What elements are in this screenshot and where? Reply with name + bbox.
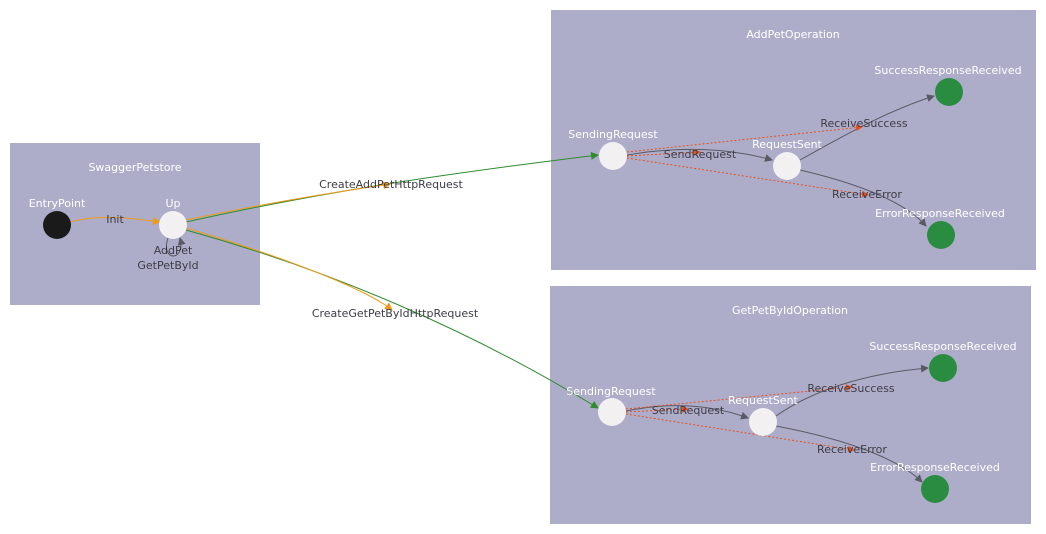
state-label-get-error-response: ErrorResponseReceived [870,461,1000,474]
state-label-add-error-response: ErrorResponseReceived [875,207,1005,220]
transition-label-add-send-request: SendRequest [664,148,737,161]
edge-create-add-pet-shadow [185,181,391,221]
transition-label-add-pet: AddPet [154,244,193,257]
transition-label-create-add-pet: CreateAddPetHttpRequest [319,178,463,191]
edge-add-dashed-lower [626,157,869,198]
edge-add-send-request [626,148,773,162]
edge-create-get-pet [185,229,599,409]
edge-get-dashed-upper [625,384,853,410]
transition-label-get-pet-by-id: GetPetById [137,259,198,272]
state-label-get-sending-request: SendingRequest [566,385,656,398]
state-label-add-sending-request: SendingRequest [568,128,658,141]
transition-label-get-receive-success: ReceiveSuccess [807,382,895,395]
edge-add-dashed-mid [626,148,701,157]
state-add-error-response-received[interactable] [927,221,955,249]
edge-add-dashed-upper [626,124,863,153]
state-label-get-success-response: SuccessResponseReceived [869,340,1016,353]
transition-label-get-receive-error: ReceiveError [817,443,887,456]
transition-label-get-send-request: SendRequest [652,404,725,417]
state-get-success-response-received[interactable] [929,354,957,382]
transition-label-add-receive-error: ReceiveError [832,188,902,201]
group-title-get-pet-by-id-operation: GetPetByIdOperation [732,304,848,317]
state-add-request-sent[interactable] [773,152,801,180]
edge-add-receive-success [799,94,935,161]
state-add-sending-request[interactable] [599,142,627,170]
state-label-add-request-sent: RequestSent [752,138,822,151]
transition-label-add-receive-success: ReceiveSuccess [820,117,908,130]
state-entry-point[interactable] [43,211,71,239]
state-label-up: Up [165,197,180,210]
edge-get-dashed-lower [625,413,855,453]
edge-add-receive-error [799,169,927,227]
state-label-entry-point: EntryPoint [29,197,86,210]
edge-self-loop [166,237,186,257]
edge-get-receive-success [775,364,929,417]
edge-create-get-pet-shadow [185,227,393,311]
transition-label-init: Init [106,213,124,226]
state-get-error-response-received[interactable] [921,475,949,503]
transition-label-create-get-pet: CreateGetPetByIdHttpRequest [312,307,479,320]
edge-init [69,216,161,226]
group-add-pet-operation [551,10,1036,270]
group-get-pet-by-id-operation [550,286,1031,524]
edge-create-add-pet [185,151,599,223]
state-get-sending-request[interactable] [598,398,626,426]
state-label-add-success-response: SuccessResponseReceived [874,64,1021,77]
state-add-success-response-received[interactable] [935,78,963,106]
edge-get-send-request [625,405,749,420]
state-label-get-request-sent: RequestSent [728,394,798,407]
group-title-swagger-petstore: SwaggerPetstore [88,161,181,174]
state-up[interactable] [159,211,187,239]
group-title-add-pet-operation: AddPetOperation [746,28,839,41]
edge-get-receive-error [775,425,923,483]
state-get-request-sent[interactable] [749,408,777,436]
